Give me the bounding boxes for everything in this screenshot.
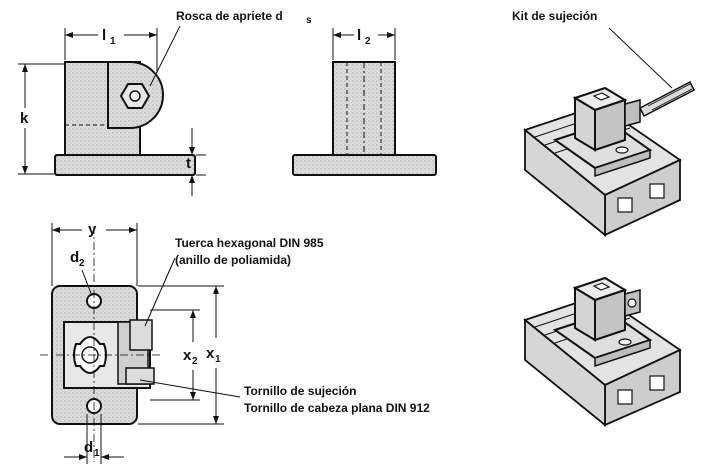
dim-l1-subscript: 1 bbox=[110, 36, 116, 47]
dim-t-label: t bbox=[186, 155, 191, 172]
dim-k-label: k bbox=[20, 110, 29, 127]
front-base bbox=[54, 154, 196, 176]
callout-screw-line2: Tornillo de cabeza plana DIN 912 bbox=[244, 401, 430, 415]
front-nut-bore bbox=[129, 90, 141, 102]
dim-l2-label: l bbox=[357, 27, 361, 44]
dim-l2-subscript: 2 bbox=[365, 36, 371, 47]
callout-clamping-kit: Kit de sujeción bbox=[512, 9, 597, 23]
dim-x1-label: x bbox=[206, 345, 215, 362]
dim-d2-subscript: 2 bbox=[79, 258, 85, 269]
callout-clamping-thread: Rosca de apriete d bbox=[176, 9, 283, 23]
side-view: l 2 bbox=[292, 27, 437, 176]
dim-d2-label: d bbox=[70, 249, 79, 266]
dim-y-label: y bbox=[88, 221, 97, 238]
dim-d1-subscript: 1 bbox=[94, 448, 100, 459]
top-view: y d 2 d 1 x 2 x 1 Tuerca hexagonal bbox=[40, 221, 430, 464]
top-hex-nut bbox=[129, 319, 153, 351]
dim-x2-label: x bbox=[183, 347, 192, 364]
callout-screw-line1: Tornillo de sujeción bbox=[244, 384, 356, 398]
dim-d1-label: d bbox=[84, 439, 93, 456]
callout-hex-nut-line2: (anillo de poliamida) bbox=[175, 253, 291, 267]
dim-x1-subscript: 1 bbox=[215, 354, 221, 365]
iso-view-without-kit bbox=[523, 276, 682, 427]
iso-view-with-kit: Kit de sujeción bbox=[512, 9, 696, 237]
front-view: l 1 k t Rosca de apriete d s bbox=[18, 9, 312, 196]
dim-x2-subscript: 2 bbox=[192, 356, 198, 367]
callout-hex-nut-line1: Tuerca hexagonal DIN 985 bbox=[175, 236, 324, 250]
dim-l1-label: l bbox=[102, 27, 106, 44]
callout-clamping-thread-subscript: s bbox=[306, 15, 312, 26]
side-base bbox=[292, 154, 437, 176]
